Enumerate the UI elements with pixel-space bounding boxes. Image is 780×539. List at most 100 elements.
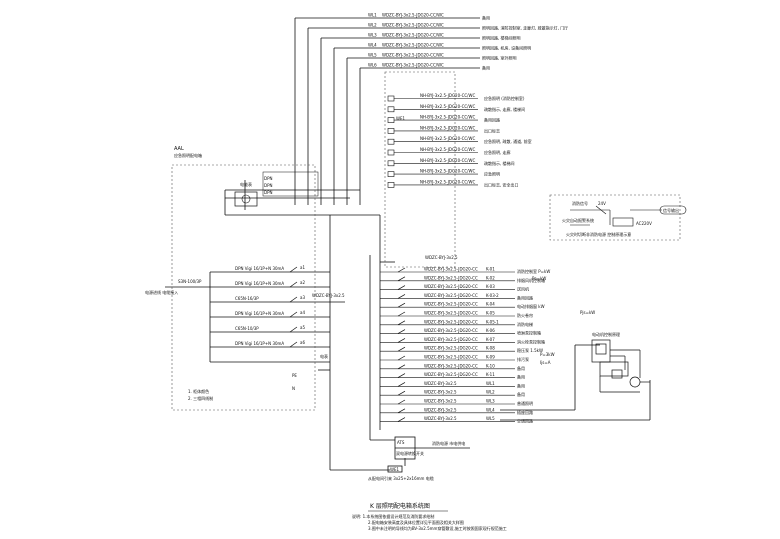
right-feeder-no: WL5 [486, 416, 495, 421]
right-feeder-load: 排污泵 [517, 356, 529, 362]
incoming-label: 电源进线 电缆接入 [145, 289, 178, 295]
right-feeder-cable: WDZC-BYJ-3x2.5-JDG20-CC [424, 363, 478, 368]
right-feeder-load: 空调回路 [517, 418, 533, 424]
detail-label-left: 消防信号 [572, 200, 588, 206]
right-feeder-no: WL4 [486, 407, 495, 412]
detail-box [570, 205, 687, 227]
right-feeder-load: 排烟风机控制箱 [517, 277, 545, 283]
right-feeder-cable: WDZC-BYJ-3x2.5 [424, 416, 457, 421]
right-feeder-load: 备用 [517, 382, 525, 388]
left-bottom-note-1: 1. 柜体颜色 [188, 388, 209, 394]
right-feeder-switch [397, 267, 406, 273]
left-bottom-note-2: 2. 三相四线制 [188, 395, 213, 401]
inner-breaker-symbol [387, 171, 395, 177]
dual-power-box [387, 436, 416, 473]
inner-breaker-symbol [387, 106, 395, 113]
right-feeder-switch [397, 399, 406, 405]
inner-row-dest: 疏散指示, 走廊, 楼梯间 [484, 106, 525, 112]
top-feeder-cable: WDZC-BYJ-3x2.5-JDG20-CC/WC [382, 63, 444, 68]
right-feeder-load: 防火卷帘 [517, 312, 533, 318]
side-note-load-total: Pe=kW [532, 276, 546, 281]
right-feeder-load: 消防控制室 P=kW [517, 268, 550, 274]
dual-power-feed: 消防电源 市电供电 [432, 440, 465, 446]
motor-note: 电动机控制原理 [592, 331, 620, 337]
top-feeder-id: WL4 [368, 43, 377, 48]
detail-voltage: AC220V [636, 221, 652, 226]
right-feeder-no: K-10 [486, 363, 495, 368]
right-feeder-no: K-03 [486, 284, 495, 289]
right-feeder-cable: WDZC-BYJ-3x2.5-JDG20-CC [424, 293, 478, 298]
right-feeder-cable: WDZC-BYJ-3x2.5 [424, 381, 457, 386]
inner-row-dest: 出口标志 [484, 127, 500, 133]
top-feeder-dest: 照明回路, 消防控制室, 走廊灯, 疏散指示灯, 门厅 [482, 25, 568, 31]
inner-row-cable: NH-BYJ-3x2.5-JDG20-CC/WC [420, 115, 475, 120]
left-breaker-spec: DPN Vigi 16/1P+N 30mA [235, 341, 284, 346]
left-breaker-mark: a5 [300, 325, 305, 330]
right-feeder-no: K-07 [486, 337, 495, 342]
right-feeder-no: K-11 [486, 372, 495, 377]
right-feeder-switch [397, 302, 406, 308]
side-note-phase: P=3kW [540, 352, 555, 357]
mid-label-meter: 电表 [320, 353, 328, 359]
left-breaker-mark: a1 [300, 265, 305, 270]
inner-breaker-symbol [387, 138, 395, 145]
right-feeder-cable: WDZC-BYJ-3x2.5-JDG20-CC [424, 311, 478, 316]
dual-power-sub: 双电源转换开关 [396, 450, 424, 456]
inner-row-cable: NH-BYJ-3x2.5-JDG20-CC/WC [420, 147, 475, 152]
side-note-load-calc: Pjs=kW [580, 310, 595, 315]
left-breaker-spec: DPN Vigi 16/1P+N 30mA [235, 266, 284, 271]
right-feeder-switch [397, 285, 406, 290]
svg-text:DPN: DPN [264, 190, 272, 195]
left-breaker-spec: C65N-10/3P [235, 326, 259, 331]
left-breaker-switch [289, 326, 298, 333]
right-feeder-no: K-06 [486, 328, 495, 333]
inner-mark: WE1 [396, 116, 405, 121]
right-feeder-cable: WDZC-BYJ-3x2.5-JDG20-CC [424, 275, 478, 280]
left-breaker-switch [289, 341, 298, 348]
top-feeder-id: WL3 [368, 33, 377, 38]
inner-row-dest: 疏散指示, 楼梯间 [484, 160, 515, 166]
right-feeder-no: WL2 [486, 390, 495, 395]
right-feeder-load: 喷淋泵控制箱 [517, 330, 541, 336]
dual-power-bottom-label: WE1 [390, 467, 399, 472]
right-feeder-load: 备用 [517, 374, 525, 380]
right-feeder-switch [397, 294, 406, 299]
note-3: 3.图中未注明的导线均为BV-3x2.5mm穿管敷设,施工时按照国家现行规范施工 [368, 525, 507, 531]
left-breaker-mark: a2 [300, 280, 305, 285]
top-feeder-cable: WDZC-BYJ-3x2.5-JDG20-CC/WC [382, 23, 444, 28]
right-feeder-load: 电动排烟窗 kW [517, 303, 545, 309]
left-breaker-spec: C65N-16/3P [235, 296, 259, 301]
inner-breaker-symbol [387, 149, 395, 156]
inner-row-dest: 出口标志, 安全出口 [484, 181, 519, 187]
right-feeder-no: K-01 [486, 267, 495, 272]
inner-row-cable: NH-BYJ-3x2.5-JDG20-CC/WC [420, 125, 475, 130]
right-feeder-switch [397, 338, 406, 343]
detail-coil: 24V [598, 201, 606, 206]
right-feeder-no: WL3 [486, 399, 495, 404]
left-breaker-mark: a4 [300, 310, 305, 315]
enclosures [171, 71, 681, 411]
right-feeder-cable: WDZC-BYJ-3x2.5-JDG20-CC [424, 302, 478, 307]
left-breaker-switch [289, 266, 298, 273]
right-feeder-load: 稳压泵 1.5kW [517, 347, 543, 353]
right-feeder-cable: WDZC-BYJ-3x2.5-JDG20-CC [424, 337, 478, 342]
right-feeder-cable: WDZC-BYJ-3x2.5-JDG20-CC [424, 284, 478, 289]
mid-label-pe: PE [292, 373, 297, 378]
cabinet-label-sub: 应急照明配电箱 [174, 152, 202, 158]
left-breaker-spec: DPN Vigi 16/1P+N 30mA [235, 281, 284, 286]
top-feeder-cable: WDZC-BYJ-3x2.5-JDG20-CC/WC [382, 33, 444, 38]
left-breaker-switch [289, 281, 298, 288]
top-feeder-id: WL5 [368, 53, 377, 58]
right-feeder-cable: WDZC-BYJ-3x2.5-JDG20-CC [424, 319, 478, 324]
inner-breaker-symbol [387, 182, 395, 188]
right-top-cable-mid: WDZC-BYJ-3x2.5 [312, 293, 345, 298]
detail-label-right: 信号输出 [663, 207, 679, 213]
right-feeder-load: 备用回路 [517, 294, 533, 300]
top-feeder-cable: WDZC-BYJ-3x2.5-JDG20-CC/WC [382, 53, 444, 58]
right-feeder-switch [397, 364, 406, 370]
inner-breaker-symbol [387, 160, 395, 167]
inner-row-cable: NH-BYJ-3x2.5-JDG20-CC/WC [420, 104, 475, 109]
